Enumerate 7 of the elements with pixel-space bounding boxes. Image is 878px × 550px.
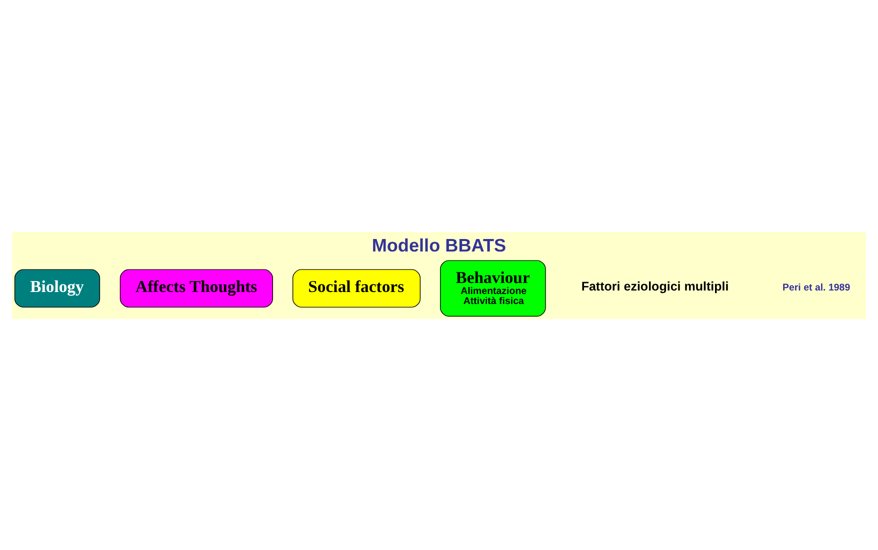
diagram-title: Modello BBATS bbox=[372, 234, 506, 255]
node-box: Affects Thoughts bbox=[120, 268, 273, 308]
node-box: Behaviour Alimentazione Attività fisica bbox=[440, 260, 546, 316]
label: Fattori eziologici multipli bbox=[581, 279, 729, 294]
label: Peri et al. 1989 bbox=[782, 282, 850, 293]
node-box: Social factors bbox=[292, 268, 421, 308]
node-box: Biology bbox=[14, 268, 100, 308]
